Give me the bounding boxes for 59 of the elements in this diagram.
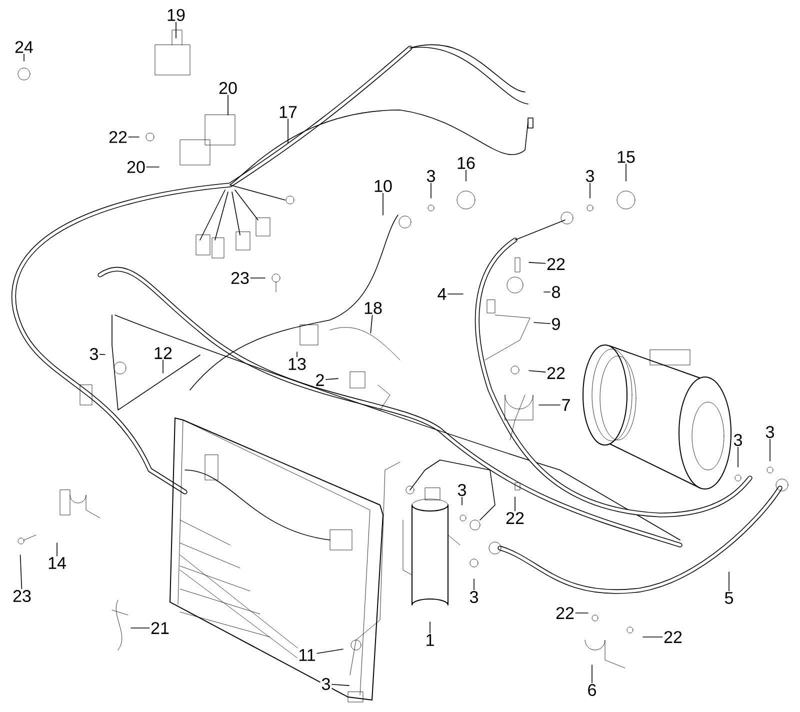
callout-number: 16 [456,156,476,170]
callout-number: 18 [362,301,384,316]
leader-line [162,360,164,374]
callout-number: 23 [230,270,250,286]
leader-line [538,404,560,406]
leader-line [728,572,730,592]
callout-number: 3 [425,168,437,184]
leader-line [128,136,140,138]
callout-number: 22 [546,366,566,380]
leader-line [430,182,432,198]
callout-number: 1 [424,633,436,647]
callout-number: 11 [297,648,317,662]
leader-line [20,554,22,590]
leader-line [528,262,546,264]
leader-line [100,354,106,356]
callout-number: 21 [150,621,170,635]
leader-line [642,636,663,638]
callout-number: 6 [586,683,598,698]
leader-line [528,370,546,372]
callout-number: 8 [550,284,562,300]
callout-number: 22 [662,630,684,644]
leader-line [382,192,384,216]
callout-number: 2 [314,373,326,387]
callout-number: 9 [550,316,562,332]
callout-number: 3 [732,433,744,448]
callout-number: 20 [218,80,238,96]
callout-number: 22 [546,257,566,271]
callout-number: 22 [554,606,576,620]
leader-line [332,684,350,686]
callout-number: 12 [152,346,174,360]
leader-line [146,166,160,168]
leader-line [534,322,550,324]
callout-number: 10 [372,178,394,194]
callout-number: 19 [166,8,186,22]
callout-number: 23 [12,589,32,604]
leader-line [370,314,373,334]
leader-line [316,648,344,654]
callout-number: 3 [764,424,776,440]
leader-line [296,352,298,358]
leader-line [326,378,338,380]
callout-number: 3 [468,590,480,604]
leader-line [514,496,516,512]
leader-line [56,542,58,556]
callout-number: 14 [46,556,68,570]
callout-number: 22 [108,130,128,144]
callout-number: 5 [723,591,735,605]
callout-number: 3 [88,347,100,362]
leader-line [575,612,588,614]
callout-number: 7 [560,398,572,412]
callout-number: 15 [616,150,636,164]
callout-number: 17 [278,105,298,119]
callout-number: 13 [286,356,308,372]
callout-number: 3 [320,677,332,692]
callout-number: 22 [504,511,526,525]
callout-number: 24 [14,40,34,54]
callout-number: 3 [584,168,596,184]
callout-number: 3 [456,483,468,498]
callout-number: 4 [436,287,448,301]
callout-number: 20 [126,160,146,174]
